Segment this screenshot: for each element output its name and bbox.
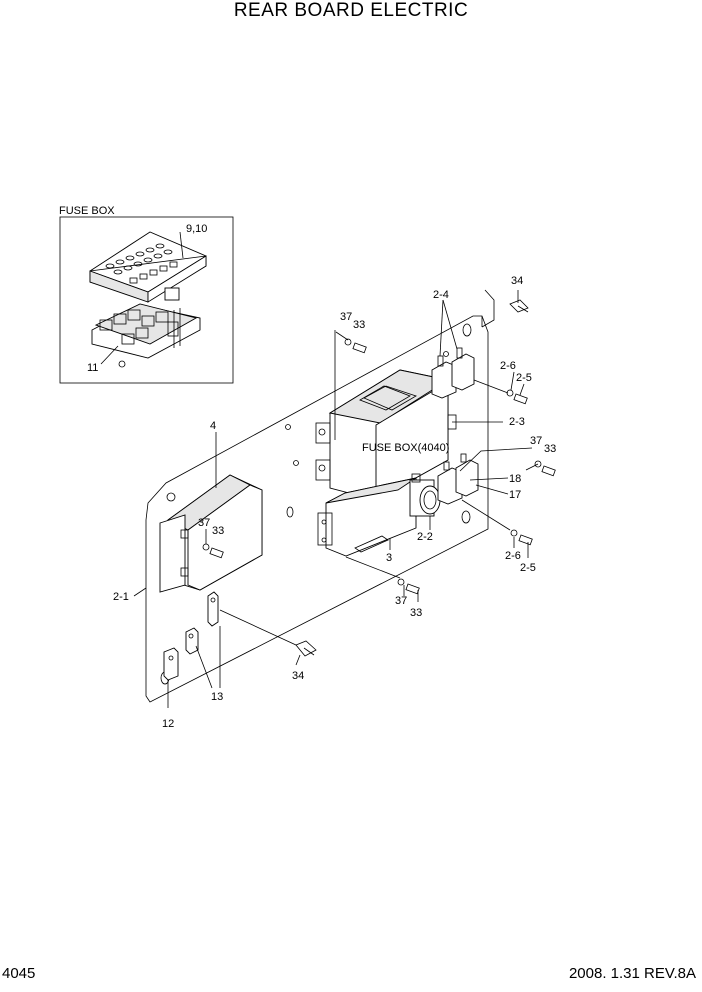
callout-4: 4 bbox=[210, 420, 216, 432]
module-part-3 bbox=[317, 477, 417, 557]
callout-13: 13 bbox=[211, 691, 223, 703]
fuse-box-inset: FUSE BOX bbox=[59, 205, 234, 384]
inset-label: FUSE BOX bbox=[59, 205, 115, 217]
page-number: 4045 bbox=[2, 965, 36, 982]
callout-2-3: 2-3 bbox=[509, 416, 525, 428]
callout-2-6-top: 2-6 bbox=[500, 360, 516, 372]
terminals-part-12-13 bbox=[163, 591, 219, 681]
fuse-box-4040 bbox=[315, 369, 457, 501]
callout-3: 3 bbox=[386, 552, 392, 564]
callout-2-5-lower: 2-5 bbox=[520, 562, 536, 574]
callout-2-5-top: 2-5 bbox=[516, 372, 532, 384]
callout-12: 12 bbox=[162, 718, 174, 730]
fuse-box-4040-label: FUSE BOX(4040) bbox=[362, 442, 449, 454]
leader-lines bbox=[133, 289, 539, 708]
callout-9-10: 9,10 bbox=[186, 223, 207, 235]
callout-2-2: 2-2 bbox=[417, 531, 433, 543]
callout-2-1: 2-1 bbox=[113, 591, 129, 603]
callout-37-left: 37 bbox=[198, 517, 210, 529]
relays-part-2-4 bbox=[431, 347, 475, 399]
buzzer-part-2-2 bbox=[409, 473, 441, 517]
callout-33-bottom: 33 bbox=[410, 607, 422, 619]
callout-33-top: 33 bbox=[353, 319, 365, 331]
callout-37-top: 37 bbox=[340, 311, 352, 323]
module-part-4 bbox=[159, 474, 263, 593]
callout-17: 17 bbox=[509, 489, 521, 501]
callout-34-bottom: 34 bbox=[292, 670, 304, 682]
callout-33-right: 33 bbox=[544, 443, 556, 455]
callout-2-6-lower: 2-6 bbox=[505, 550, 521, 562]
callout-2-4: 2-4 bbox=[433, 289, 449, 301]
callout-37-right: 37 bbox=[530, 435, 542, 447]
callout-33-left: 33 bbox=[212, 525, 224, 537]
callout-11: 11 bbox=[87, 362, 98, 374]
callout-37-bottom: 37 bbox=[395, 595, 407, 607]
revision-date: 2008. 1.31 REV.8A bbox=[568, 965, 696, 982]
fuse-box-cover bbox=[89, 231, 207, 303]
callout-34-top: 34 bbox=[511, 275, 523, 287]
relays-part-17-18 bbox=[437, 453, 479, 505]
callout-labels: 9,10 11 34 2-4 37 33 2-6 2-5 2-3 4 FUSE … bbox=[87, 223, 556, 730]
fuse-box-base bbox=[91, 303, 201, 368]
callout-18: 18 bbox=[509, 473, 521, 485]
page-title: REAR BOARD ELECTRIC bbox=[233, 0, 469, 21]
inset-frame bbox=[59, 216, 234, 384]
